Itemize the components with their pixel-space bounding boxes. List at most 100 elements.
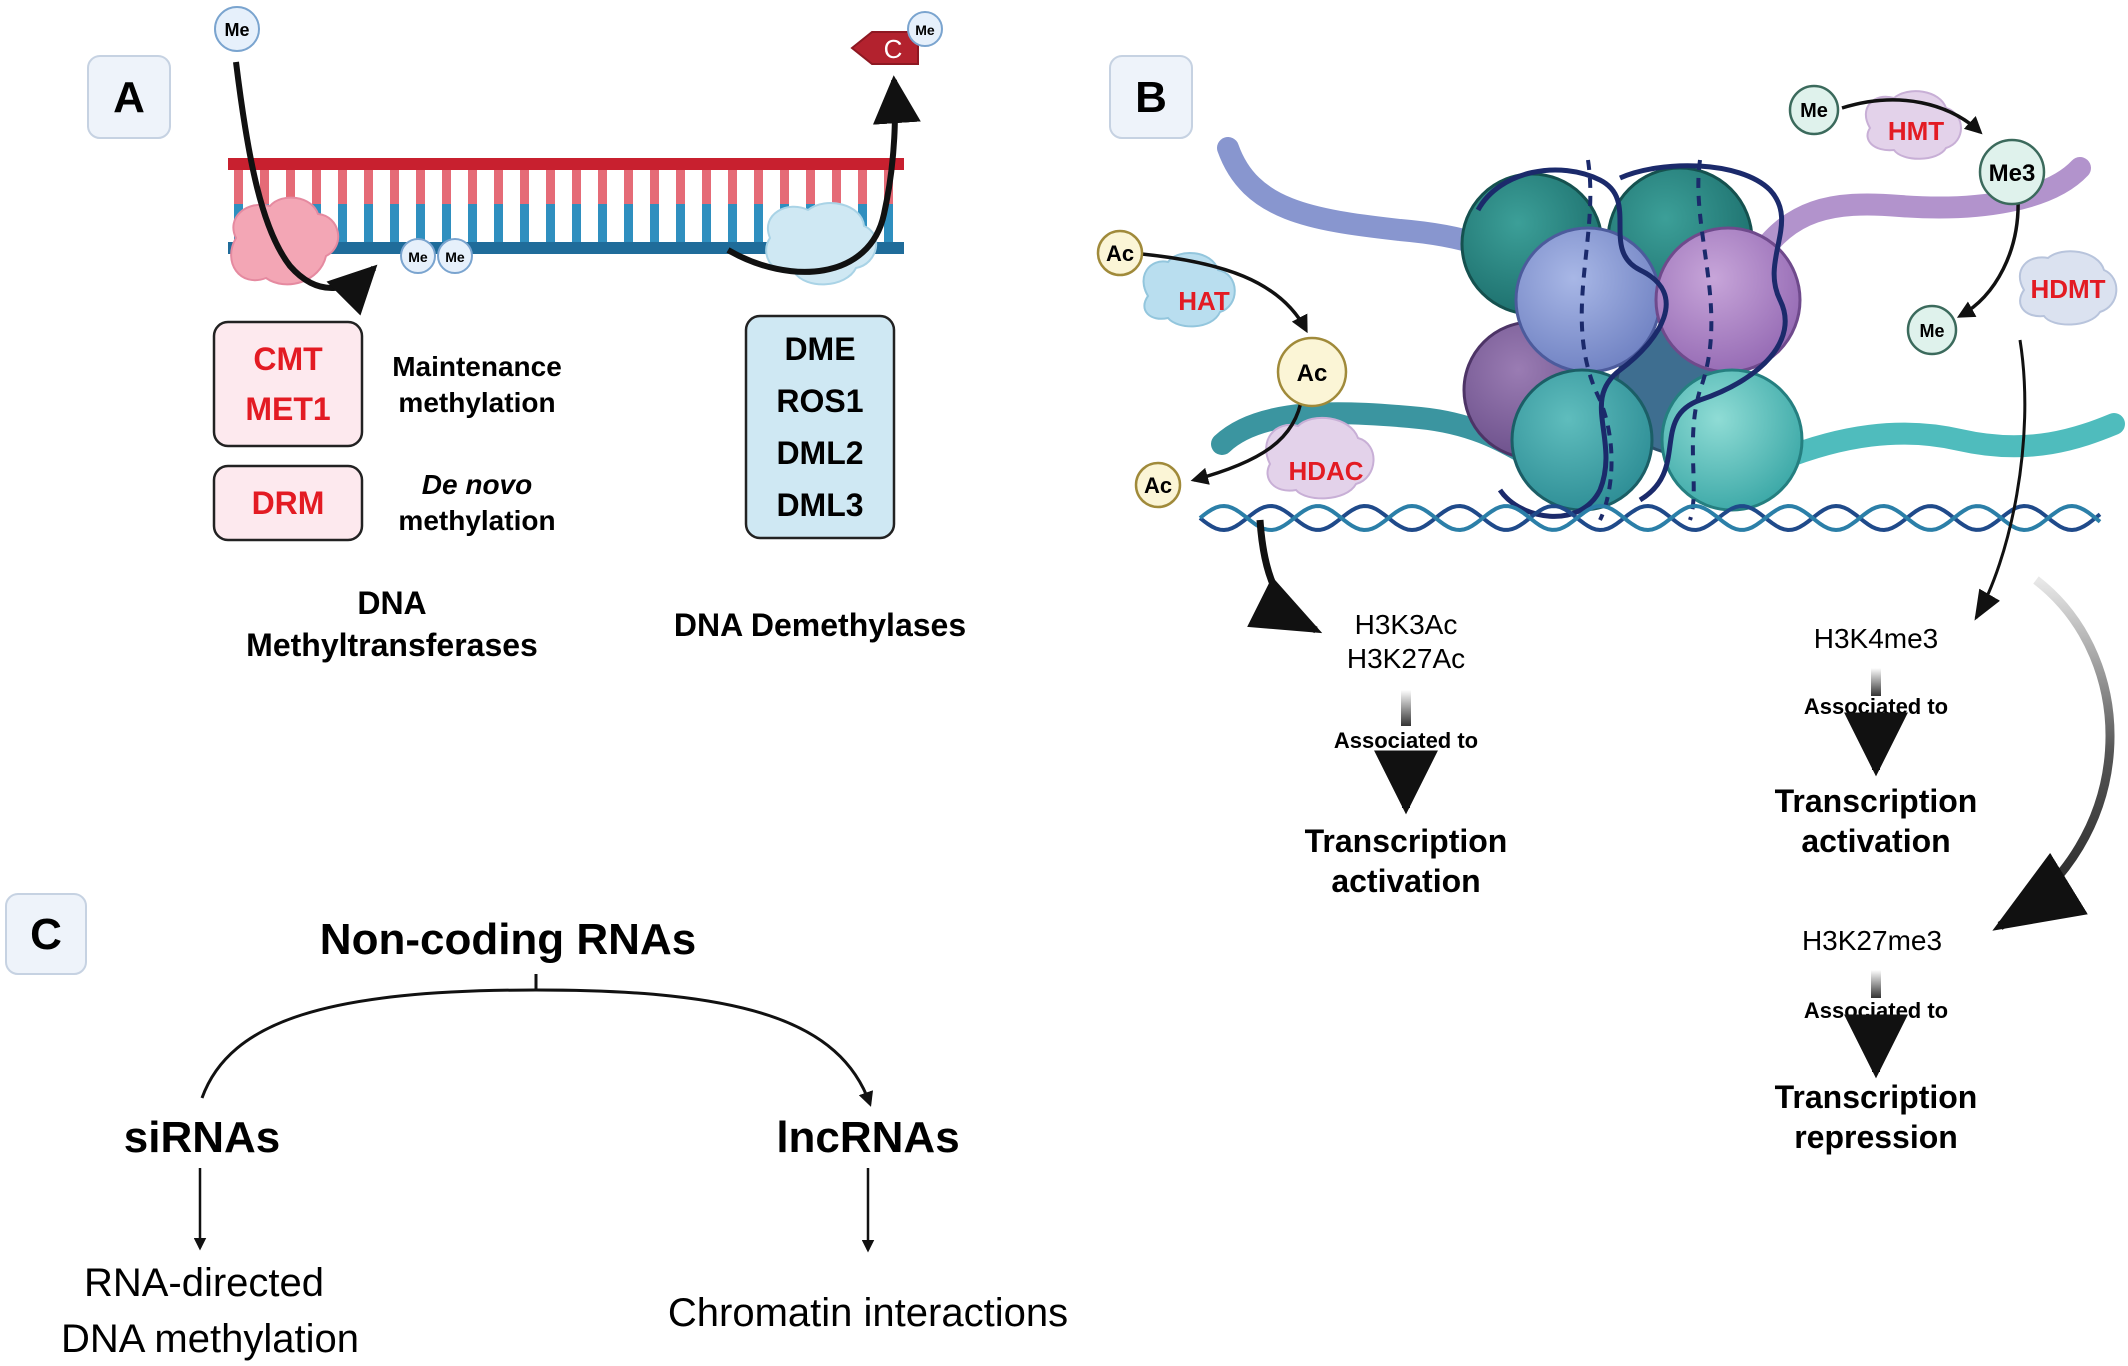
- histone-tail-teal-right: [1769, 413, 2125, 471]
- dna-rung-bottom: [338, 204, 347, 242]
- sirna-function-label-line2: DNA methylation: [61, 1317, 359, 1361]
- drm-box: DRM: [212, 464, 364, 542]
- dna-rung-top: [260, 170, 269, 204]
- activation-label: Transcription: [1305, 823, 1508, 859]
- dna-rung-top: [598, 170, 607, 204]
- svg-text:Me: Me: [1800, 100, 1828, 122]
- svg-text:HDAC: HDAC: [1288, 456, 1363, 486]
- associated-to-label: Associated to: [1334, 728, 1478, 753]
- dna-rung-bottom: [468, 204, 477, 242]
- dnmt-title-line2: Methyltransferases: [246, 627, 538, 663]
- fade-connector: [1871, 668, 1881, 696]
- repression-label-line2: repression: [1794, 1119, 1958, 1155]
- dna-rung-top: [572, 170, 581, 204]
- lncrna-function-label: Chromatin interactions: [668, 1291, 1068, 1335]
- dna-rung-bottom: [546, 204, 555, 242]
- associated-to-label: Associated to: [1804, 998, 1948, 1023]
- dna-rung-top: [520, 170, 529, 204]
- dna-rung-top: [468, 170, 477, 204]
- methylation-arrow: [233, 61, 378, 316]
- acetyl-marks-arrow: [1247, 519, 1323, 634]
- svg-text:CMT: CMT: [253, 341, 323, 377]
- dna-rung-top: [702, 170, 711, 204]
- associated-to-label: Associated to: [1804, 694, 1948, 719]
- dna-rung-top: [338, 170, 347, 204]
- fade-connector: [1871, 970, 1881, 998]
- de-novo-label-line2: methylation: [398, 505, 555, 536]
- panel-c: C Non-coding RNAs siRNAs lncRNAs RNA-dir…: [5, 893, 1068, 1361]
- demethylases-box: DME ROS1 DML2 DML3: [744, 314, 896, 540]
- dna-rung-bottom: [728, 204, 737, 242]
- dna-rung-bottom: [442, 204, 451, 242]
- dna-rung-top: [364, 170, 373, 204]
- de-novo-label: De novo: [422, 469, 532, 500]
- ncrna-title: Non-coding RNAs: [320, 915, 696, 964]
- dna-rung-bottom: [520, 204, 529, 242]
- dna-rung-bottom: [702, 204, 711, 242]
- h3k4me3-label: H3K4me3: [1814, 623, 1939, 654]
- fade-connector: [1401, 690, 1411, 726]
- dna-rung-bottom: [494, 204, 503, 242]
- svg-text:Me3: Me3: [1989, 160, 2036, 187]
- dna-rung-top: [286, 170, 295, 204]
- svg-text:C: C: [30, 910, 62, 959]
- acetyl-mark-1: H3K3Ac: [1355, 609, 1458, 640]
- methyl-group-removed-icon: Me: [1906, 304, 1958, 356]
- repression-label: Transcription: [1775, 1079, 1978, 1115]
- dna-rung-top: [546, 170, 555, 204]
- svg-text:A: A: [113, 73, 145, 122]
- lncrnas-label: lncRNAs: [776, 1113, 959, 1162]
- dna-rung-bottom: [754, 204, 763, 242]
- svg-text:Me: Me: [1919, 321, 1944, 341]
- svg-text:DME: DME: [784, 331, 855, 367]
- hat-arrow: [1141, 252, 1308, 334]
- dna-rung-top: [494, 170, 503, 204]
- activation-label-line2: activation: [1801, 823, 1950, 859]
- svg-text:B: B: [1135, 73, 1167, 122]
- svg-text:MET1: MET1: [245, 391, 330, 427]
- dna-rung-top: [442, 170, 451, 204]
- cmt-met1-box: CMT MET1: [212, 320, 364, 448]
- dna-rung-top: [416, 170, 425, 204]
- svg-text:Me: Me: [408, 249, 428, 265]
- svg-text:Me: Me: [224, 20, 249, 40]
- svg-text:C: C: [884, 34, 903, 64]
- hdmt-arrow: [1956, 197, 2020, 318]
- dna-rung-bottom: [676, 204, 685, 242]
- cytosine-tag-icon: C Me: [850, 11, 943, 65]
- dna-rung-top: [650, 170, 659, 204]
- nucleosome-icon: [1460, 159, 1804, 521]
- hdmt-enzyme-icon: HDMT: [2018, 250, 2118, 326]
- svg-text:DRM: DRM: [252, 485, 325, 521]
- sirna-function-label: RNA-directed: [84, 1261, 324, 1305]
- dna-rung-top: [234, 170, 243, 204]
- h3k27me3-label: H3K27me3: [1802, 925, 1942, 956]
- trimethyl-group-icon: Me3: [1978, 138, 2046, 206]
- dna-rung-top: [728, 170, 737, 204]
- dna-rung-bottom: [416, 204, 425, 242]
- dna-rung-top: [676, 170, 685, 204]
- hdac-enzyme-icon: HDAC: [1265, 416, 1375, 500]
- dna-rung-bottom: [390, 204, 399, 242]
- dnmt-title: DNA: [357, 585, 426, 621]
- svg-text:Me: Me: [915, 22, 935, 38]
- panel-a: A Me Me Me: [87, 6, 966, 663]
- panel-b: B HAT: [1096, 55, 2125, 1155]
- methyl-group-icon: Me: [214, 6, 260, 52]
- dna-rung-bottom: [572, 204, 581, 242]
- dna-rung-top: [806, 170, 815, 204]
- demethylases-title: DNA Demethylases: [674, 607, 966, 643]
- dna-helix: [1198, 503, 2102, 533]
- maintenance-label-line2: methylation: [398, 387, 555, 418]
- acetyl-group-icon: Ac: [1096, 229, 1144, 277]
- acetyl-group-histone-icon: Ac: [1276, 336, 1348, 408]
- h3k4me3-arrow: [1974, 339, 2027, 621]
- maintenance-label: Maintenance: [392, 351, 562, 382]
- hat-enzyme-icon: HAT: [1142, 251, 1236, 328]
- hmt-arrow: [1841, 98, 1983, 135]
- acetyl-mark-2: H3K27Ac: [1347, 643, 1465, 674]
- dna-rung-bottom: [598, 204, 607, 242]
- dna-rung-top: [312, 170, 321, 204]
- histone-tail-purple: [1745, 157, 2091, 271]
